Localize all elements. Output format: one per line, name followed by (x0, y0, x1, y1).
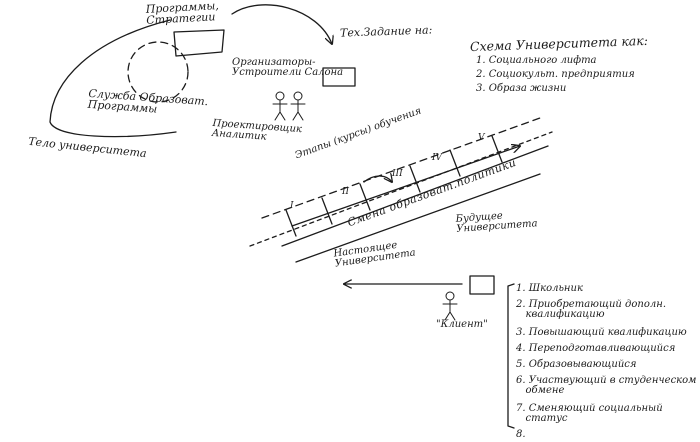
task-label: Тех.Задание на: (339, 23, 433, 40)
present-line (295, 173, 541, 263)
programs-box (173, 29, 225, 57)
stages-band-dots (249, 131, 553, 247)
client-label: "Клиент" (436, 319, 488, 330)
client-item-2: 2. Приобретающий дополн. квалификацию (516, 299, 666, 320)
client-item-6: 6. Участвующий в студенческом обмене (516, 375, 697, 396)
client-box (469, 275, 495, 295)
roman-4: IV (431, 153, 444, 163)
scheme-item-1: 1. Социального лифта (476, 55, 597, 66)
programs-label: Программы, Стратегии (145, 0, 220, 27)
university-body-arc (49, 19, 177, 138)
scheme-item-3: 3. Образа жизни (476, 83, 567, 94)
organizers-label: Организаторы- Устроители Салона (232, 57, 344, 78)
stage-cell-dividers (285, 135, 503, 237)
stages-band-upper (261, 117, 541, 219)
client-item-8: 8. (516, 429, 526, 440)
client-item-3: 3. Повышающий квалификацию (516, 327, 687, 338)
scheme-item-2: 2. Социокульт. предприятия (476, 69, 635, 80)
roman-3: III (391, 169, 403, 179)
client-item-4: 4. Переподготавливающийся (516, 343, 676, 354)
stages-arrow (291, 146, 520, 227)
client-person-icon (442, 291, 458, 321)
organizers-people-icon (272, 91, 306, 121)
client-item-7: 7. Сменяющий социальный статус (516, 403, 663, 424)
stages-band-lower (281, 145, 549, 247)
client-item-5: 5. Образовывающийся (516, 359, 637, 370)
organizers-box (322, 67, 356, 87)
client-item-1: 1. Школьник (516, 283, 583, 294)
roman-5: V (478, 133, 486, 143)
stage-small-arrow (363, 176, 392, 182)
roman-1: I (289, 201, 294, 211)
client-list-bracket (507, 283, 515, 429)
roman-2: II (341, 187, 350, 197)
curved-arrow-to-organizers (231, 4, 332, 44)
service-dashed-circle (127, 41, 189, 103)
